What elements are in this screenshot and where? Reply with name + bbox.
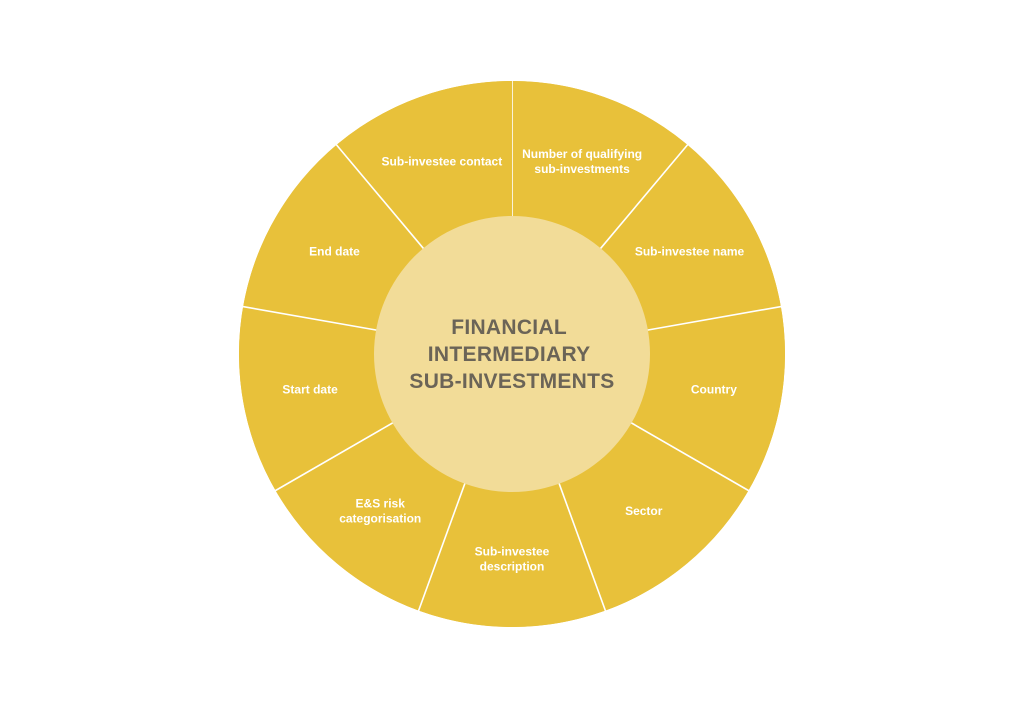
segment-label-line: E&S risk — [356, 497, 406, 511]
wheel-segment-1 — [512, 81, 688, 249]
segment-label-3: Country — [691, 383, 737, 397]
segment-divider — [598, 143, 689, 251]
segment-divider — [557, 481, 607, 612]
segment-label-line: Sub-investee — [475, 545, 550, 559]
segment-label-8: End date — [309, 245, 360, 259]
segment-label-line: Number of qualifying — [522, 147, 642, 161]
segment-label-line: Sector — [625, 504, 663, 518]
wheel-segment-2 — [600, 144, 781, 331]
wheel-segment-5 — [418, 483, 606, 627]
wheel-segment-8 — [243, 144, 424, 331]
segment-label-2: Sub-investee name — [635, 245, 745, 259]
segment-label-line: Country — [691, 383, 737, 397]
center-title-line-3: SUB-INVESTMENTS — [409, 370, 614, 393]
segment-label-line: Start date — [282, 383, 338, 397]
segment-label-line: Sub-investee name — [635, 245, 745, 259]
wheel-segment-9 — [336, 81, 512, 249]
segment-divider — [645, 305, 782, 332]
segment-label-line: description — [480, 560, 545, 574]
segment-label-line: End date — [309, 245, 360, 259]
center-circle — [374, 216, 650, 492]
segment-label-line: categorisation — [339, 512, 421, 526]
segment-label-7: Start date — [282, 383, 338, 397]
center-title: FINANCIAL INTERMEDIARY SUB-INVESTMENTS — [409, 316, 614, 393]
segment-label-4: Sector — [625, 504, 663, 518]
wheel-segment-6 — [275, 423, 465, 611]
segment-divider — [274, 421, 395, 492]
segment-divider — [629, 421, 750, 492]
segment-divider — [417, 481, 467, 612]
center-title-line-2: INTERMEDIARY — [428, 343, 590, 366]
center-title-line-1: FINANCIAL — [451, 316, 567, 339]
wheel-segment-4 — [559, 423, 749, 611]
segment-label-line: sub-investments — [534, 162, 630, 176]
segment-label-9: Sub-investee contact — [382, 154, 503, 168]
segment-divider — [242, 305, 379, 332]
segment-divider — [335, 143, 426, 251]
segment-label-line: Sub-investee contact — [382, 154, 503, 168]
